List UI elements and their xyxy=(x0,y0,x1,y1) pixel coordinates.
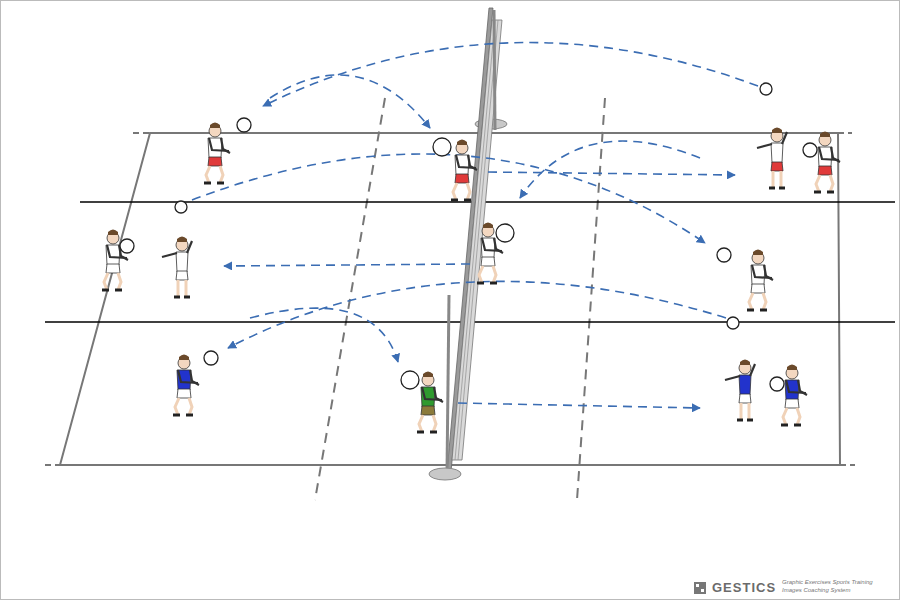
players xyxy=(102,123,840,433)
watermark-subtitle: Graphic Exercises Sports Training xyxy=(782,579,873,585)
net xyxy=(429,8,507,480)
watermark-subtitle: Images Coaching System xyxy=(782,587,850,593)
balls xyxy=(120,83,817,391)
logo-icon xyxy=(694,582,706,594)
ball-trajectories xyxy=(192,43,758,408)
watermark: GESTICS xyxy=(712,580,776,595)
